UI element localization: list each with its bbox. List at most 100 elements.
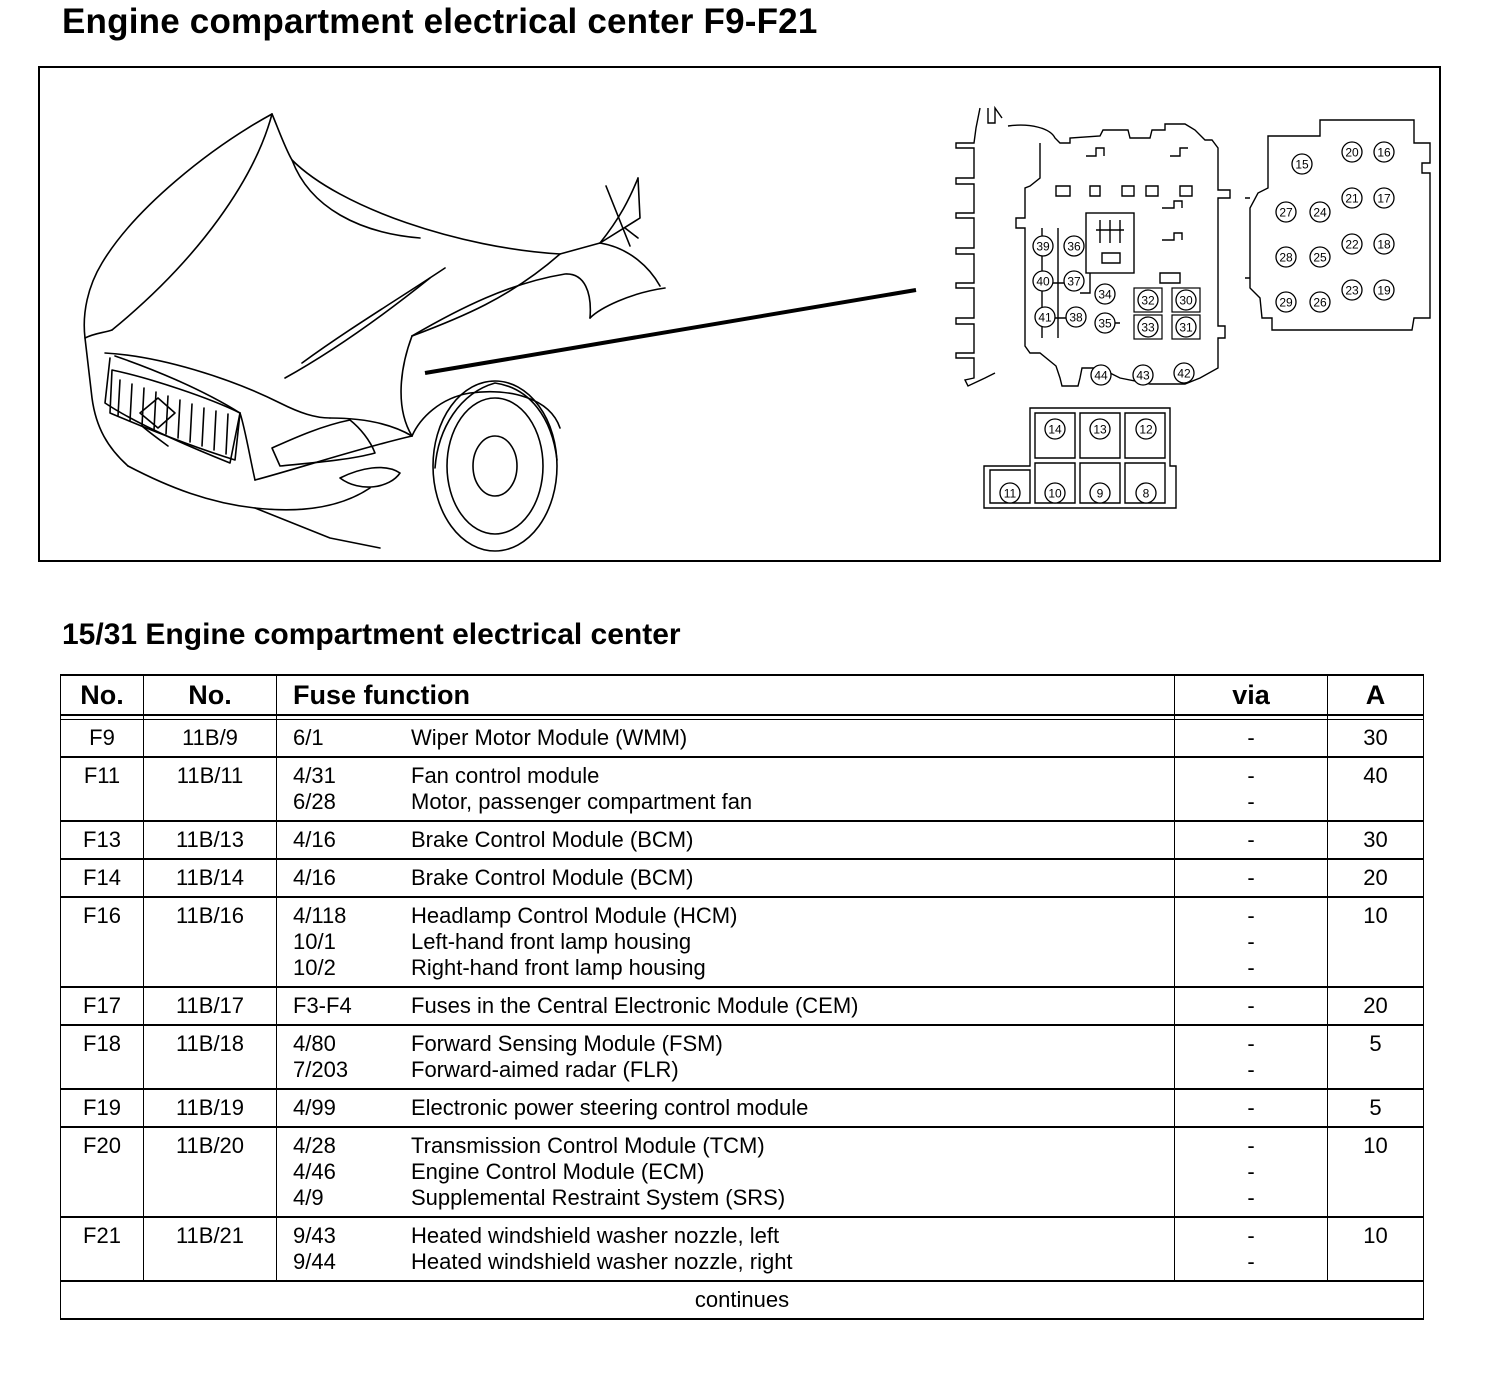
header-via: via — [1174, 674, 1328, 716]
fuse-number-label: 15 — [1295, 158, 1309, 172]
fuse-number-circle — [1309, 291, 1331, 313]
fuse-number-label: 43 — [1136, 369, 1150, 383]
component-code: 9/43 — [293, 1223, 336, 1248]
relay-slot — [1171, 314, 1201, 340]
amperage-cell: 40 — [1327, 756, 1424, 789]
component-description: Forward-aimed radar (FLR) — [411, 1057, 679, 1082]
connector-cell — [143, 1185, 277, 1217]
fuse-number-label: 41 — [1038, 311, 1052, 325]
fuse-number-label: 22 — [1345, 238, 1359, 252]
via-cell: - — [1174, 1185, 1328, 1217]
via-cell: - — [1174, 719, 1328, 757]
component-code: 6/28 — [293, 789, 336, 814]
fuse-number-cell — [60, 955, 144, 987]
fuse-number-label: 28 — [1279, 251, 1293, 265]
fuse-number-label: 40 — [1036, 275, 1050, 289]
component-description: Supplemental Restraint System (SRS) — [411, 1185, 786, 1210]
fuse-number-label: 20 — [1345, 146, 1359, 160]
via-cell: - — [1174, 929, 1328, 955]
function-cell: 9/43 Heated windshield washer nozzle, lef… — [276, 1216, 1175, 1249]
fuse-number-circle — [1034, 306, 1056, 328]
fuse-number-label: 30 — [1179, 294, 1193, 308]
car-illustration — [83, 113, 666, 552]
fuse-number-cell: F20 — [60, 1126, 144, 1159]
amperage-cell: 10 — [1327, 1126, 1424, 1159]
amperage-cell — [1327, 789, 1424, 821]
via-cell: - — [1174, 1057, 1328, 1089]
amperage-cell: 5 — [1327, 1088, 1424, 1127]
fuse-number-label: 9 — [1097, 487, 1104, 501]
fuse-number-circle — [999, 482, 1021, 504]
component-description: Motor, passenger compartment fan — [411, 789, 753, 814]
fuse-number-circle — [1044, 482, 1066, 504]
fuse-number-label: 16 — [1377, 146, 1391, 160]
component-description: Forward Sensing Module (FSM) — [411, 1031, 723, 1056]
component-code: 4/80 — [293, 1031, 336, 1056]
fuse-number-label: 26 — [1313, 296, 1327, 310]
fuse-number-circle — [1094, 283, 1116, 305]
fuse-number-circle — [1341, 187, 1363, 209]
component-code: 9/44 — [293, 1249, 336, 1274]
connector-cell: 11B/17 — [143, 986, 277, 1025]
fuse-number-circle — [1132, 364, 1154, 386]
amperage-cell: 5 — [1327, 1024, 1424, 1057]
fuse-number-label: 23 — [1345, 284, 1359, 298]
connector-cell — [143, 955, 277, 987]
fuse-number-label: 18 — [1377, 238, 1391, 252]
fuse-box-right — [1245, 119, 1431, 331]
fuse-number-circle — [1137, 289, 1159, 311]
component-description: Transmission Control Module (TCM) — [411, 1133, 765, 1158]
fuse-number-label: 21 — [1345, 192, 1359, 206]
fuse-number-label: 44 — [1094, 369, 1108, 383]
header-amperage: A — [1327, 674, 1424, 716]
fuse-number-cell: F13 — [60, 820, 144, 859]
fuse-number-label: 35 — [1098, 317, 1112, 331]
fuse-number-label: 11 — [1004, 487, 1017, 501]
fuse-number-circle — [1341, 141, 1363, 163]
component-code: 7/203 — [293, 1057, 349, 1082]
via-cell: - — [1174, 1249, 1328, 1281]
fuse-number-cell — [60, 1249, 144, 1281]
amperage-cell — [1327, 1249, 1424, 1281]
amperage-cell: 20 — [1327, 986, 1424, 1025]
connector-cell — [143, 1159, 277, 1185]
via-cell: - — [1174, 789, 1328, 821]
fuse-number-cell: F9 — [60, 719, 144, 757]
fuse-number-cell: F19 — [60, 1088, 144, 1127]
fuse-number-circle — [1291, 153, 1313, 175]
fuse-number-label: 12 — [1139, 423, 1153, 437]
via-cell: - — [1174, 1126, 1328, 1159]
amperage-cell: 10 — [1327, 896, 1424, 929]
amperage-cell — [1327, 955, 1424, 987]
amperage-cell — [1327, 1159, 1424, 1185]
fuse-number-cell: F21 — [60, 1216, 144, 1249]
fuse-number-label: 13 — [1093, 423, 1107, 437]
connector-cell — [143, 929, 277, 955]
fuse-number-cell: F18 — [60, 1024, 144, 1057]
fuse-number-cell — [60, 1185, 144, 1217]
fuse-number-circle — [1309, 246, 1331, 268]
component-code: 4/99 — [293, 1095, 336, 1120]
fuse-number-label: 39 — [1036, 240, 1050, 254]
header-fuse-function: Fuse function — [276, 674, 1175, 716]
component-description: Heated windshield washer nozzle, left — [411, 1223, 780, 1248]
fuse-number-cell — [60, 929, 144, 955]
